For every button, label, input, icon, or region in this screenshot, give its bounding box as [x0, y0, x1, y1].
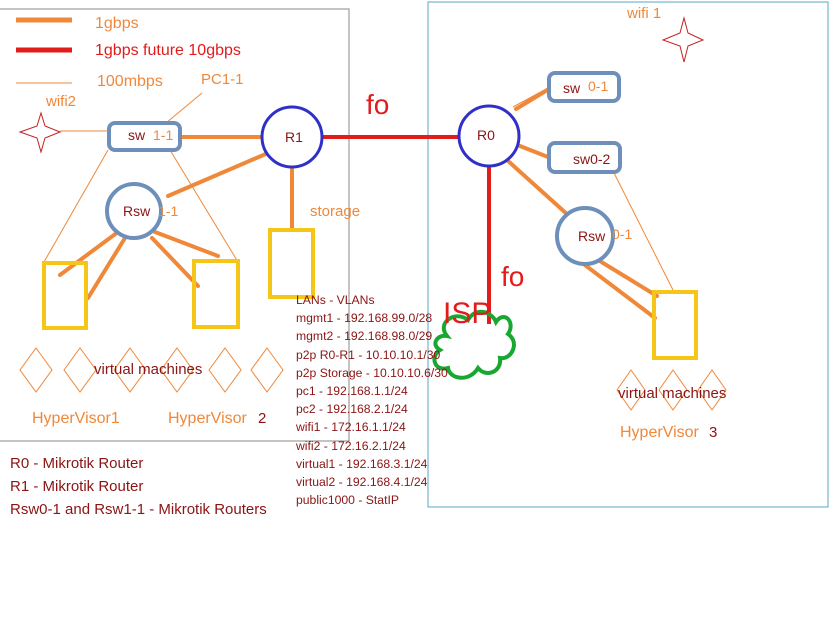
pc1-1-label: PC1-1 — [201, 71, 244, 88]
right-site-frame — [427, 1, 829, 508]
router-notes: R0 - Mikrotik Router R1 - Mikrotik Route… — [10, 452, 430, 521]
switch-sw1-1[interactable] — [107, 121, 182, 152]
hypervisor3-server[interactable] — [652, 290, 698, 360]
vm-label-right: virtual machines — [618, 385, 726, 402]
rsw0-1-label-b: 0-1 — [612, 226, 632, 242]
lan-item: mgmt1 - 192.168.99.0/28 — [296, 311, 433, 326]
sw1-1-label-a: sw — [128, 127, 146, 143]
lan-item: wifi1 - 172.16.1.1/24 — [296, 420, 406, 435]
r1-label: R1 — [285, 129, 303, 145]
rsw0-1-label-a: Rsw — [578, 228, 606, 244]
router-note: R1 - Mikrotik Router — [10, 478, 144, 495]
hypervisor2-server[interactable] — [192, 259, 240, 329]
legend-label-100mbps: 100mbps — [97, 73, 163, 90]
vm-diamonds-left — [19, 347, 284, 393]
hypervisor3-label-a: HyperVisor — [620, 424, 700, 441]
lan-item: pc1 - 192.168.1.1/24 — [296, 384, 408, 399]
wifi1-label: wifi 1 — [626, 5, 661, 22]
router-rsw1-1[interactable] — [105, 182, 163, 240]
rsw1-1-label-a: Rsw — [123, 203, 151, 219]
lan-item: virtual1 - 192.168.3.1/24 — [296, 456, 428, 471]
vm-diamonds-right — [616, 369, 727, 411]
hypervisor1-label: HyperVisor1 — [32, 410, 120, 427]
wifi2-star-icon — [18, 111, 62, 154]
fo-label-isp: fo — [501, 261, 524, 292]
sw0-1-label-a: sw — [563, 80, 581, 96]
thin-links — [43, 87, 675, 293]
lan-item: wifi2 - 172.16.2.1/24 — [296, 438, 406, 453]
lan-item: public1000 - StatIP — [296, 493, 399, 508]
vm-label-left: virtual machines — [94, 361, 202, 378]
router-r0[interactable] — [457, 104, 521, 168]
sw0-1-label-b: 0-1 — [588, 78, 608, 94]
sw1-1-label-b: 1-1 — [153, 127, 173, 143]
lan-vlan-list: LANs - VLANs mgmt1 - 192.168.99.0/28 mgm… — [296, 291, 448, 509]
lan-item: pc2 - 192.168.2.1/24 — [296, 402, 408, 417]
isp-label: ISP — [443, 297, 491, 330]
storage-label: storage — [310, 203, 360, 220]
switch-sw0-2[interactable] — [547, 141, 622, 174]
hypervisor3-label-b: 3 — [709, 424, 717, 441]
hypervisor1-server[interactable] — [42, 261, 88, 330]
switch-sw0-1[interactable] — [547, 71, 621, 103]
wifi1-star-icon — [661, 16, 705, 63]
router-r1[interactable] — [260, 105, 324, 169]
lan-item: p2p R0-R1 - 10.10.10.1/30 — [296, 347, 441, 362]
hypervisor2-label-b: 2 — [258, 410, 266, 427]
storage-server[interactable] — [268, 228, 315, 299]
router-note: R0 - Mikrotik Router — [10, 455, 144, 472]
legend-label-1gbps-future: 1gbps future 10gbps — [95, 42, 241, 59]
lan-item: p2p Storage - 10.10.10.6/30 — [296, 365, 448, 380]
rsw1-1-label-b: 1-1 — [158, 203, 178, 219]
router-note: Rsw0-1 and Rsw1-1 - Mikrotik Routers — [10, 501, 267, 518]
lan-item: mgmt2 - 192.168.98.0/29 — [296, 329, 433, 344]
r0-label: R0 — [477, 127, 495, 143]
lan-item: virtual2 - 192.168.4.1/24 — [296, 475, 428, 490]
lan-item: LANs - VLANs — [296, 293, 375, 307]
gbps-links — [58, 87, 659, 320]
left-site-frame — [0, 8, 350, 442]
legend-label-1gbps: 1gbps — [95, 15, 139, 32]
router-rsw0-1[interactable] — [555, 206, 615, 266]
hypervisor2-label-a: HyperVisor — [168, 410, 248, 427]
isp-cloud-icon — [432, 309, 516, 380]
wifi2-label: wifi2 — [45, 93, 76, 110]
fo-label-top: fo — [366, 89, 389, 120]
sw0-2-label: sw0-2 — [573, 151, 611, 167]
